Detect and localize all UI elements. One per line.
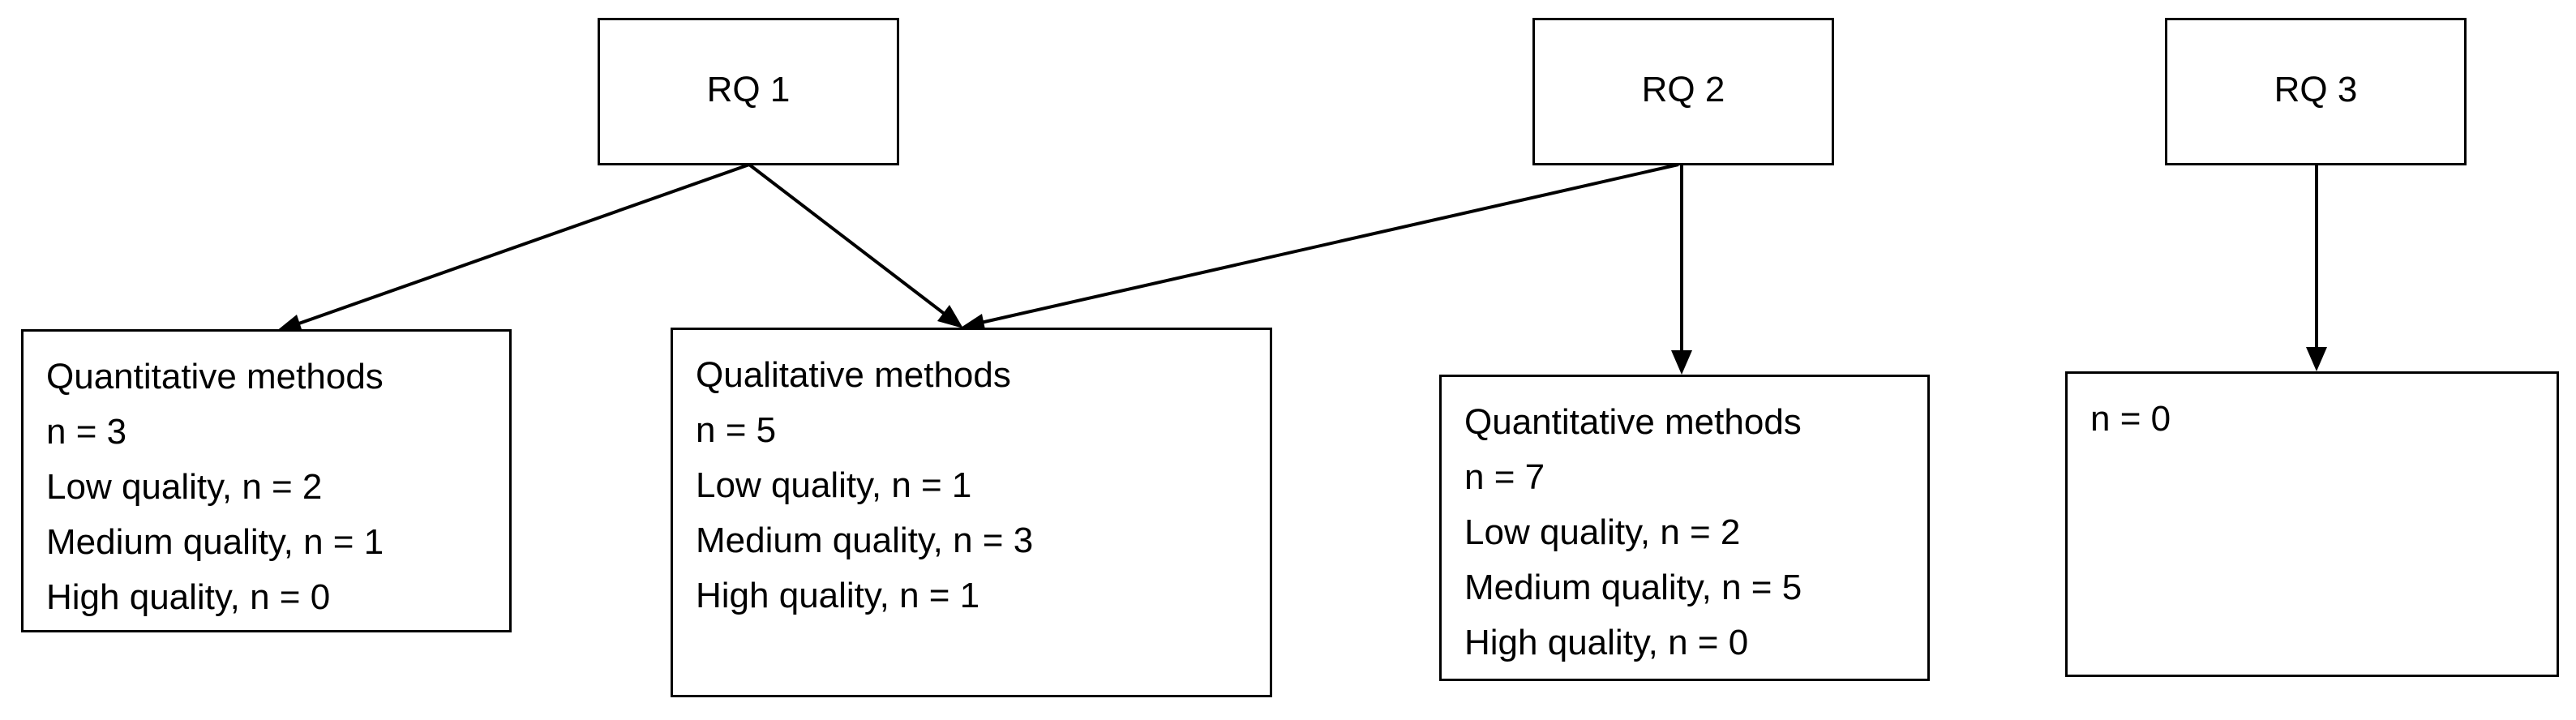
total-count: n = 3 bbox=[46, 412, 127, 452]
rq2-label: RQ 2 bbox=[1641, 70, 1725, 109]
low-quality-count: Low quality, n = 2 bbox=[46, 467, 323, 507]
rq2-quantitative-box: Quantitative methods n = 7 Low quality, … bbox=[1439, 375, 1930, 681]
low-quality-count: Low quality, n = 1 bbox=[696, 465, 972, 505]
rq3-box: RQ 3 bbox=[2165, 18, 2467, 165]
arrowhead-rq2-to-quantitative-2 bbox=[1671, 350, 1692, 375]
total-count: n = 7 bbox=[1464, 457, 1545, 497]
medium-quality-count: Medium quality, n = 5 bbox=[1464, 568, 1802, 607]
high-quality-count: High quality, n = 0 bbox=[46, 577, 331, 617]
total-count: n = 5 bbox=[696, 410, 777, 450]
medium-quality-count: Medium quality, n = 1 bbox=[46, 522, 384, 562]
total-count: n = 0 bbox=[2090, 399, 2171, 439]
arrowhead-rq1-to-qualitative bbox=[937, 305, 963, 328]
high-quality-count: High quality, n = 0 bbox=[1464, 623, 1749, 662]
arrow-rq1-to-quantitative-1 bbox=[280, 163, 750, 332]
arrow-rq1-to-qualitative bbox=[748, 163, 961, 327]
medium-quality-count: Medium quality, n = 3 bbox=[696, 521, 1034, 560]
arrowhead-rq3-to-empty bbox=[2306, 347, 2327, 371]
arrow-rq2-to-qualitative bbox=[966, 163, 1679, 328]
rq3-result-box: n = 0 bbox=[2065, 371, 2559, 677]
rq2-box: RQ 2 bbox=[1532, 18, 1834, 165]
method-title: Quantitative methods bbox=[46, 357, 384, 396]
low-quality-count: Low quality, n = 2 bbox=[1464, 512, 1741, 552]
rq1-box: RQ 1 bbox=[598, 18, 899, 165]
high-quality-count: High quality, n = 1 bbox=[696, 576, 980, 615]
rq1-label: RQ 1 bbox=[706, 70, 791, 109]
qualitative-box: Qualitative methods n = 5 Low quality, n… bbox=[671, 328, 1272, 697]
rq3-label: RQ 3 bbox=[2274, 70, 2358, 109]
method-title: Qualitative methods bbox=[696, 355, 1011, 395]
rq1-quantitative-box: Quantitative methods n = 3 Low quality, … bbox=[21, 329, 512, 632]
method-title: Quantitative methods bbox=[1464, 402, 1802, 442]
